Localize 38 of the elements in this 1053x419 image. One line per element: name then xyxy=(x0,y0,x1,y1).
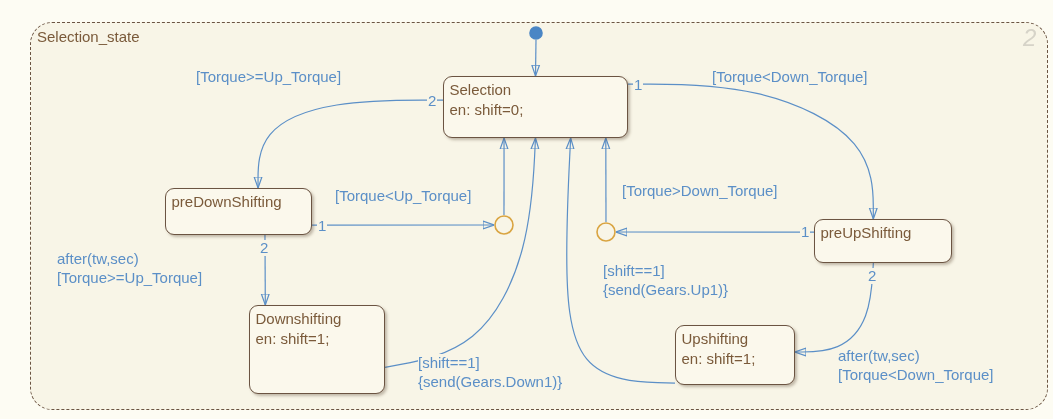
transition-arrow xyxy=(615,227,815,237)
transition-label: [Torque>=Up_Torque] xyxy=(196,68,342,85)
transition-arrow xyxy=(311,220,495,230)
transition-arrow xyxy=(531,39,541,77)
transition-label: [Torque<Down_Torque] xyxy=(712,68,868,85)
state-box xyxy=(164,187,312,235)
transition-arrow xyxy=(253,99,444,189)
state-name: preUpShifting xyxy=(820,222,912,243)
state-name: Selection xyxy=(449,79,512,100)
junction-circle xyxy=(493,214,514,235)
default-transition-dot xyxy=(528,25,543,40)
state-name: Selection_state xyxy=(37,27,140,47)
transition-arrow xyxy=(601,137,611,223)
state-box xyxy=(813,218,952,263)
transition-order-number: 2 xyxy=(259,240,270,256)
transition-order-number: 1 xyxy=(800,224,811,240)
transition-order-number: 2 xyxy=(867,268,878,284)
state-box xyxy=(442,75,628,138)
transition-arrow xyxy=(794,262,874,357)
state-box xyxy=(674,324,795,385)
superstate-box xyxy=(30,22,1048,410)
transition-arrow xyxy=(565,137,676,384)
transition-order-number: 1 xyxy=(317,218,328,234)
transition-arrow xyxy=(384,137,540,368)
transition-order-number: 1 xyxy=(633,77,644,93)
state-name: Upshifting xyxy=(681,328,749,349)
state-action: en: shift=1; xyxy=(255,328,330,349)
state-box xyxy=(248,304,385,394)
state-action: en: shift=0; xyxy=(449,99,524,120)
transition-label: [Torque>Down_Torque] xyxy=(622,182,778,199)
junction-circle xyxy=(595,221,616,242)
transition-arrow xyxy=(627,83,878,220)
state-action: en: shift=1; xyxy=(681,348,756,369)
transition-order-number: 2 xyxy=(427,93,438,109)
state-name: Downshifting xyxy=(255,308,342,329)
transition-arrow xyxy=(499,137,509,216)
transition-label: [Torque<Up_Torque] xyxy=(335,187,472,204)
state-name: preDownShifting xyxy=(171,191,282,212)
